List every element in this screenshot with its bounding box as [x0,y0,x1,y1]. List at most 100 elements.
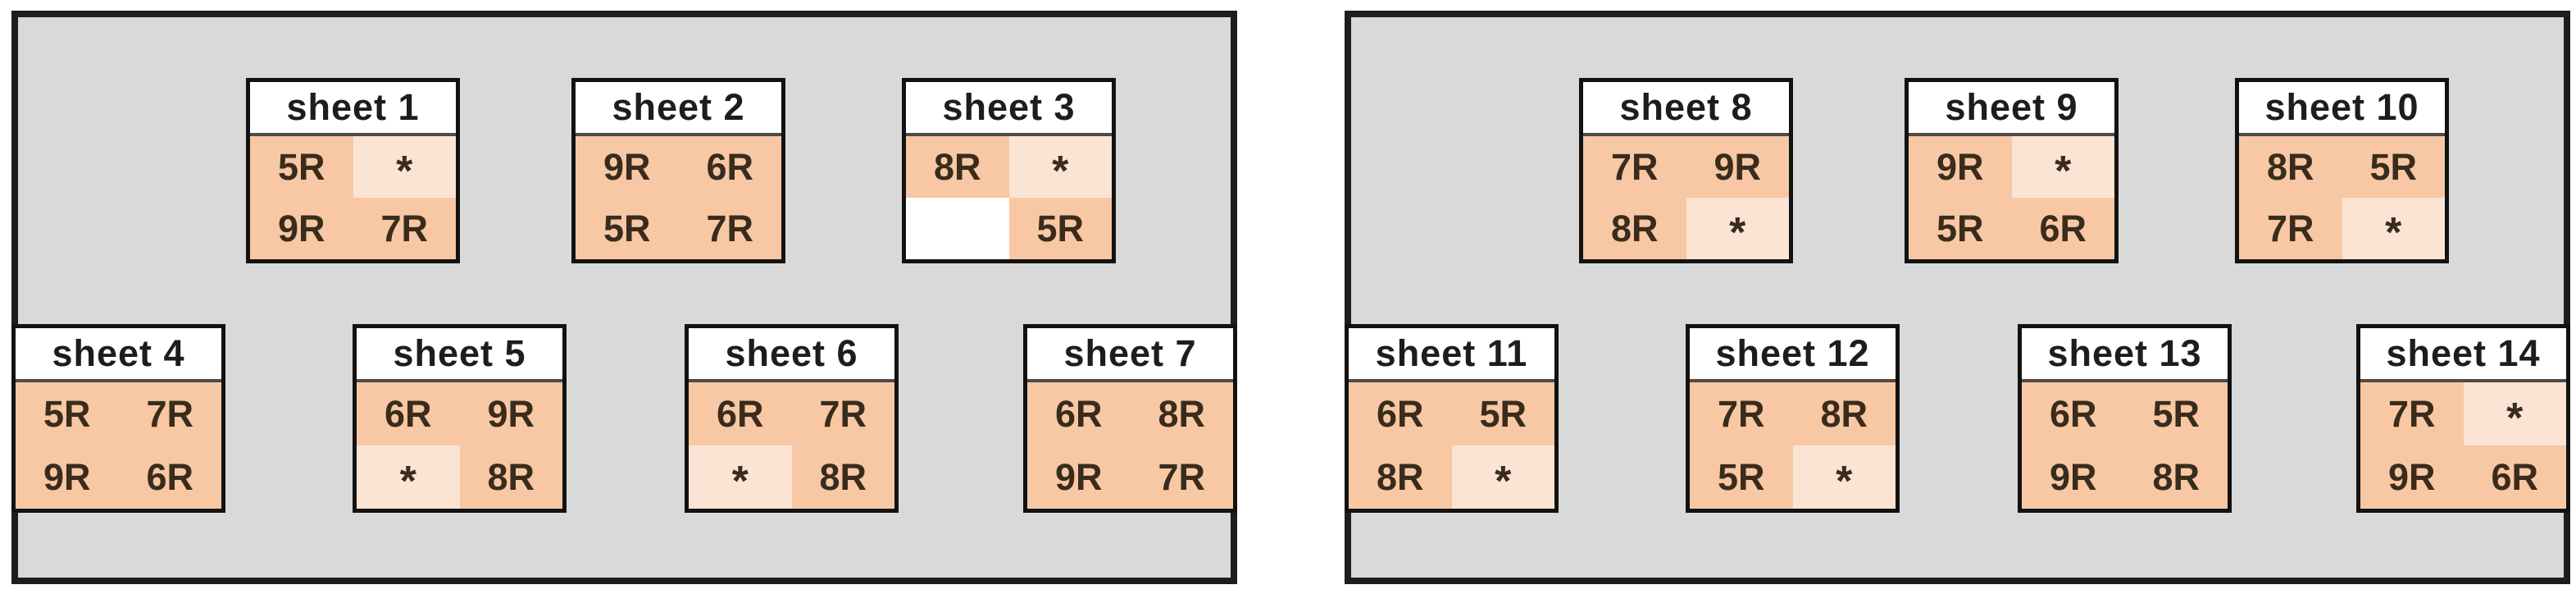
sheet-cell: 7R [1130,446,1233,509]
sheet-cell: 7R [2360,382,2464,446]
sheet-grid: 6R 5R 8R * [1349,382,1554,509]
sheet-grid: 5R * 9R 7R [250,136,456,259]
sheet-card-9: sheet 9 9R * 5R 6R [1905,78,2119,263]
sheet-cell: 7R [2239,198,2342,259]
sheet-grid: 9R * 5R 6R [1909,136,2114,259]
sheet-title: sheet 3 [906,82,1112,136]
sheet-card-8: sheet 8 7R 9R 8R * [1579,78,1793,263]
sheet-cell: 7R [791,382,894,446]
panel-left: sheet 1 5R * 9R 7R sheet 2 9R 6R 5R 7R s… [11,11,1237,584]
sheet-card-7: sheet 7 6R 8R 9R 7R [1023,324,1237,513]
sheet-title: sheet 8 [1583,82,1789,136]
sheet-cell: 7R [353,198,456,259]
sheet-cell: 9R [2022,446,2125,509]
sheet-grid: 8R 5R 7R * [2239,136,2445,259]
sheet-cell: 6R [357,382,460,446]
sheet-card-14: sheet 14 7R * 9R 6R [2356,324,2570,513]
sheet-cell: 8R [906,136,1009,198]
sheet-title: sheet 6 [689,328,894,382]
sheet-cell: 9R [1027,446,1131,509]
sheet-cell: * [1008,136,1112,198]
sheet-grid: 6R 8R 9R 7R [1027,382,1233,509]
sheet-card-10: sheet 10 8R 5R 7R * [2235,78,2449,263]
sheet-title: sheet 10 [2239,82,2445,136]
sheet-cell: 9R [1909,136,2012,198]
sheet-card-4: sheet 4 5R 7R 9R 6R [11,324,225,513]
sheet-grid: 7R * 9R 6R [2360,382,2566,509]
sheet-grid: 7R 9R 8R * [1583,136,1789,259]
sheet-cell: 6R [2463,446,2566,509]
sheet-grid: 6R 7R * 8R [689,382,894,509]
sheet-cell: 5R [2124,382,2228,446]
sheet-cell: 8R [1583,198,1686,259]
sheet-grid: 6R 5R 9R 8R [2022,382,2228,509]
sheet-cell: 8R [1130,382,1233,446]
sheet-cell: 6R [2022,382,2125,446]
sheet-cell: 6R [1349,382,1452,446]
sheet-cell: 5R [1008,198,1112,259]
sheet-cell: 5R [16,382,119,446]
sheet-cell: 8R [1349,446,1452,509]
sheet-card-3: sheet 3 8R * 5R [902,78,1116,263]
sheet-cell: 8R [791,446,894,509]
sheet-cell: * [1686,198,1789,259]
sheet-cell: 9R [459,382,562,446]
sheet-cell: 5R [1451,382,1554,446]
sheet-cell: 9R [576,136,679,198]
sheet-cell: 8R [459,446,562,509]
sheet-cell: * [1451,446,1554,509]
sheet-cell: 8R [2239,136,2342,198]
sheet-card-5: sheet 5 6R 9R * 8R [353,324,567,513]
sheet-cell: * [2342,198,2445,259]
sheet-cell: 5R [576,198,679,259]
sheet-title: sheet 11 [1349,328,1554,382]
sheet-cell: 7R [678,198,781,259]
sheet-title: sheet 4 [16,328,221,382]
sheet-cell: 6R [678,136,781,198]
sheet-card-2: sheet 2 9R 6R 5R 7R [571,78,785,263]
sheet-cell: * [1792,446,1896,509]
sheet-card-12: sheet 12 7R 8R 5R * [1686,324,1900,513]
sheet-cell: 7R [1690,382,1793,446]
sheet-cell: * [689,446,792,509]
sheet-cell: 9R [250,198,353,259]
sheet-cell: 6R [689,382,792,446]
sheet-cell: * [2011,136,2114,198]
sheet-cell: 9R [16,446,119,509]
sheet-cell: * [353,136,456,198]
sheet-cell: * [2463,382,2566,446]
sheet-cell: 9R [1686,136,1789,198]
sheet-cell: 5R [2342,136,2445,198]
sheet-grid: 9R 6R 5R 7R [576,136,781,259]
sheet-title: sheet 2 [576,82,781,136]
sheet-cell: 7R [1583,136,1686,198]
sheet-cell: 8R [2124,446,2228,509]
sheet-grid: 5R 7R 9R 6R [16,382,221,509]
sheet-cell: 9R [2360,446,2464,509]
sheet-grid: 6R 9R * 8R [357,382,562,509]
sheet-card-13: sheet 13 6R 5R 9R 8R [2018,324,2232,513]
sheet-card-6: sheet 6 6R 7R * 8R [685,324,899,513]
sheet-title: sheet 1 [250,82,456,136]
sheet-title: sheet 13 [2022,328,2228,382]
sheet-title: sheet 14 [2360,328,2566,382]
sheet-cell: 5R [1690,446,1793,509]
sheet-cell: * [357,446,460,509]
panel-right: sheet 8 7R 9R 8R * sheet 9 9R * 5R 6R sh… [1345,11,2570,584]
sheet-title: sheet 5 [357,328,562,382]
sheet-cell-empty [906,198,1009,259]
sheet-cell: 6R [118,446,221,509]
sheet-card-11: sheet 11 6R 5R 8R * [1345,324,1559,513]
sheet-title: sheet 12 [1690,328,1896,382]
sheet-cell: 5R [250,136,353,198]
sheet-title: sheet 9 [1909,82,2114,136]
sheet-cell: 6R [2011,198,2114,259]
sheet-grid: 8R * 5R [906,136,1112,259]
sheet-title: sheet 7 [1027,328,1233,382]
sheet-grid: 7R 8R 5R * [1690,382,1896,509]
sheet-cell: 5R [1909,198,2012,259]
sheet-cell: 7R [118,382,221,446]
sheet-cell: 8R [1792,382,1896,446]
sheet-cell: 6R [1027,382,1131,446]
